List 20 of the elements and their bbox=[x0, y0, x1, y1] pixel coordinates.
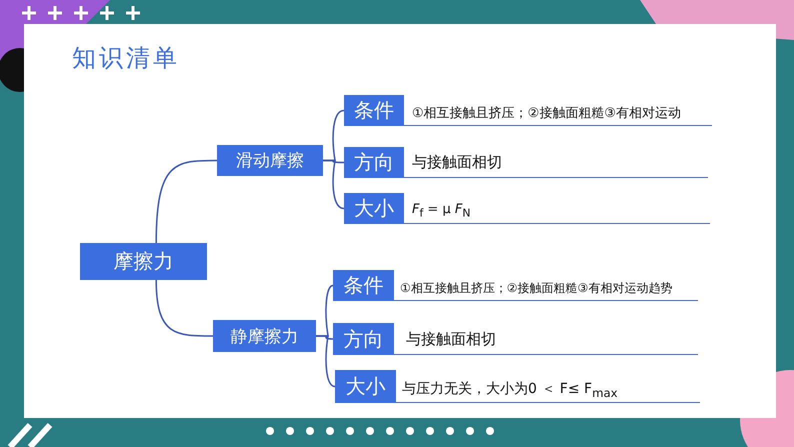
category-box: 方向 bbox=[333, 323, 394, 355]
connector-line bbox=[316, 335, 336, 388]
category-box: 条件 bbox=[344, 95, 404, 126]
branch-box: 滑动摩擦 bbox=[217, 145, 323, 176]
slide-title: 知识清单 bbox=[72, 43, 180, 74]
category-box: 条件 bbox=[333, 270, 394, 301]
category-box: 大小 bbox=[335, 370, 396, 403]
connector-line bbox=[323, 160, 344, 210]
description-text: F$_{f}$ = μ F$_{N}$ bbox=[412, 202, 470, 220]
category-box: 方向 bbox=[344, 147, 404, 178]
description-text: 与压力无关，大小为0 ＜ F≤ F$_{max}$ bbox=[402, 380, 618, 400]
connector-line bbox=[155, 160, 217, 244]
category-box: 大小 bbox=[344, 193, 404, 224]
description-text: 与接触面相切 bbox=[412, 153, 502, 172]
branch-box: 静摩擦力 bbox=[213, 320, 316, 352]
description-text: ①相互接触且挤压；②接触面粗糙③有相对运动趋势 bbox=[400, 280, 672, 297]
topic-box: 摩擦力 bbox=[80, 243, 207, 280]
connector-line bbox=[155, 280, 213, 337]
description-text: ①相互接触且挤压；②接触面粗糙③有相对运动 bbox=[412, 104, 681, 122]
description-text: 与接触面相切 bbox=[406, 330, 496, 350]
